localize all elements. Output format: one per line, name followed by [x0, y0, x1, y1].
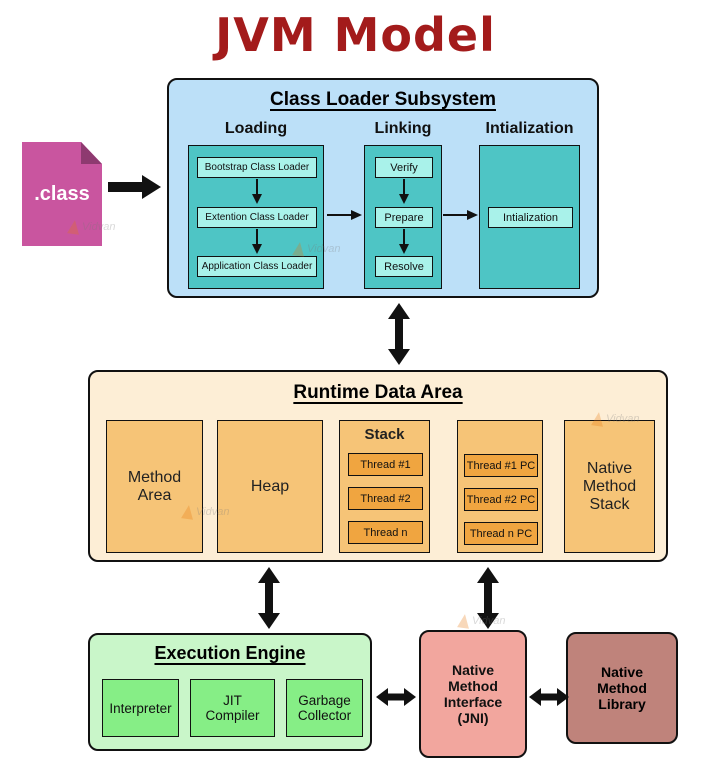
initialization-inner-box: Intialization — [488, 207, 573, 228]
interpreter-box: Interpreter — [102, 679, 179, 737]
pc-thread-1: Thread #1 PC — [464, 454, 538, 477]
native-method-library-box: Native Method Library — [566, 632, 678, 744]
linking-label: Linking — [374, 120, 432, 137]
heap-box: Heap — [217, 420, 323, 553]
pc-thread-2: Thread #2 PC — [464, 488, 538, 511]
arrow-runtime-execution — [258, 567, 280, 629]
pc-thread-n: Thread n PC — [464, 522, 538, 545]
resolve-box: Resolve — [375, 256, 433, 277]
initialization-label: Intialization — [485, 120, 574, 137]
prepare-box: Prepare — [375, 207, 433, 228]
watermark-flame-icon — [457, 613, 471, 629]
native-method-stack-box: Native Method Stack — [564, 420, 655, 553]
arrow-jni-library — [529, 688, 569, 706]
runtime-title: Runtime Data Area — [293, 382, 463, 403]
class-file-label: .class — [34, 182, 90, 205]
class-loader-subsystem-panel: Class Loader Subsystem Loading Linking I… — [167, 78, 599, 298]
diagram-title: JVM Model — [215, 8, 496, 62]
arrow-verify-to-prepare — [399, 179, 409, 204]
arrow-bootstrap-to-extension — [252, 179, 262, 204]
arrow-execution-jni — [376, 688, 416, 706]
class-file-icon: .class — [22, 142, 102, 246]
verify-box: Verify — [375, 157, 433, 178]
linking-box: Verify Prepare Resolve — [364, 145, 442, 289]
bootstrap-class-loader-box: Bootstrap Class Loader — [197, 157, 317, 178]
extension-class-loader-box: Extention Class Loader — [197, 207, 317, 228]
jit-compiler-box: JIT Compiler — [190, 679, 275, 737]
runtime-data-area-panel: Runtime Data Area Method Area Heap Stack… — [88, 370, 668, 562]
stack-thread-n: Thread n — [348, 521, 423, 544]
method-area-box: Method Area — [106, 420, 203, 553]
application-class-loader-box: Application Class Loader — [197, 256, 317, 277]
class-loader-title: Class Loader Subsystem — [270, 89, 496, 110]
arrow-loading-to-linking — [327, 210, 362, 220]
arrow-classloader-runtime — [388, 303, 410, 365]
loading-label: Loading — [224, 120, 288, 137]
arrow-prepare-to-resolve — [399, 229, 409, 254]
class-file-fold-corner — [81, 142, 102, 164]
stack-thread-1: Thread #1 — [348, 453, 423, 476]
arrow-extension-to-application — [252, 229, 262, 254]
stack-box: Stack Thread #1 Thread #2 Thread n — [339, 420, 430, 553]
garbage-collector-box: Garbage Collector — [286, 679, 363, 737]
jni-box: Native Method Interface (JNI) — [419, 630, 527, 758]
pc-registers-box: Thread #1 PC Thread #2 PC Thread n PC — [457, 420, 543, 553]
stack-title: Stack — [364, 426, 405, 443]
arrow-linking-to-initialization — [443, 210, 478, 220]
execution-engine-title: Execution Engine — [154, 643, 306, 663]
arrow-classfile-to-classloader — [108, 175, 161, 199]
loading-box: Bootstrap Class Loader Extention Class L… — [188, 145, 324, 289]
arrow-runtime-jni — [477, 567, 499, 629]
initialization-box: Intialization — [479, 145, 580, 289]
stack-thread-2: Thread #2 — [348, 487, 423, 510]
execution-engine-panel: Execution Engine Interpreter JIT Compile… — [88, 633, 372, 751]
